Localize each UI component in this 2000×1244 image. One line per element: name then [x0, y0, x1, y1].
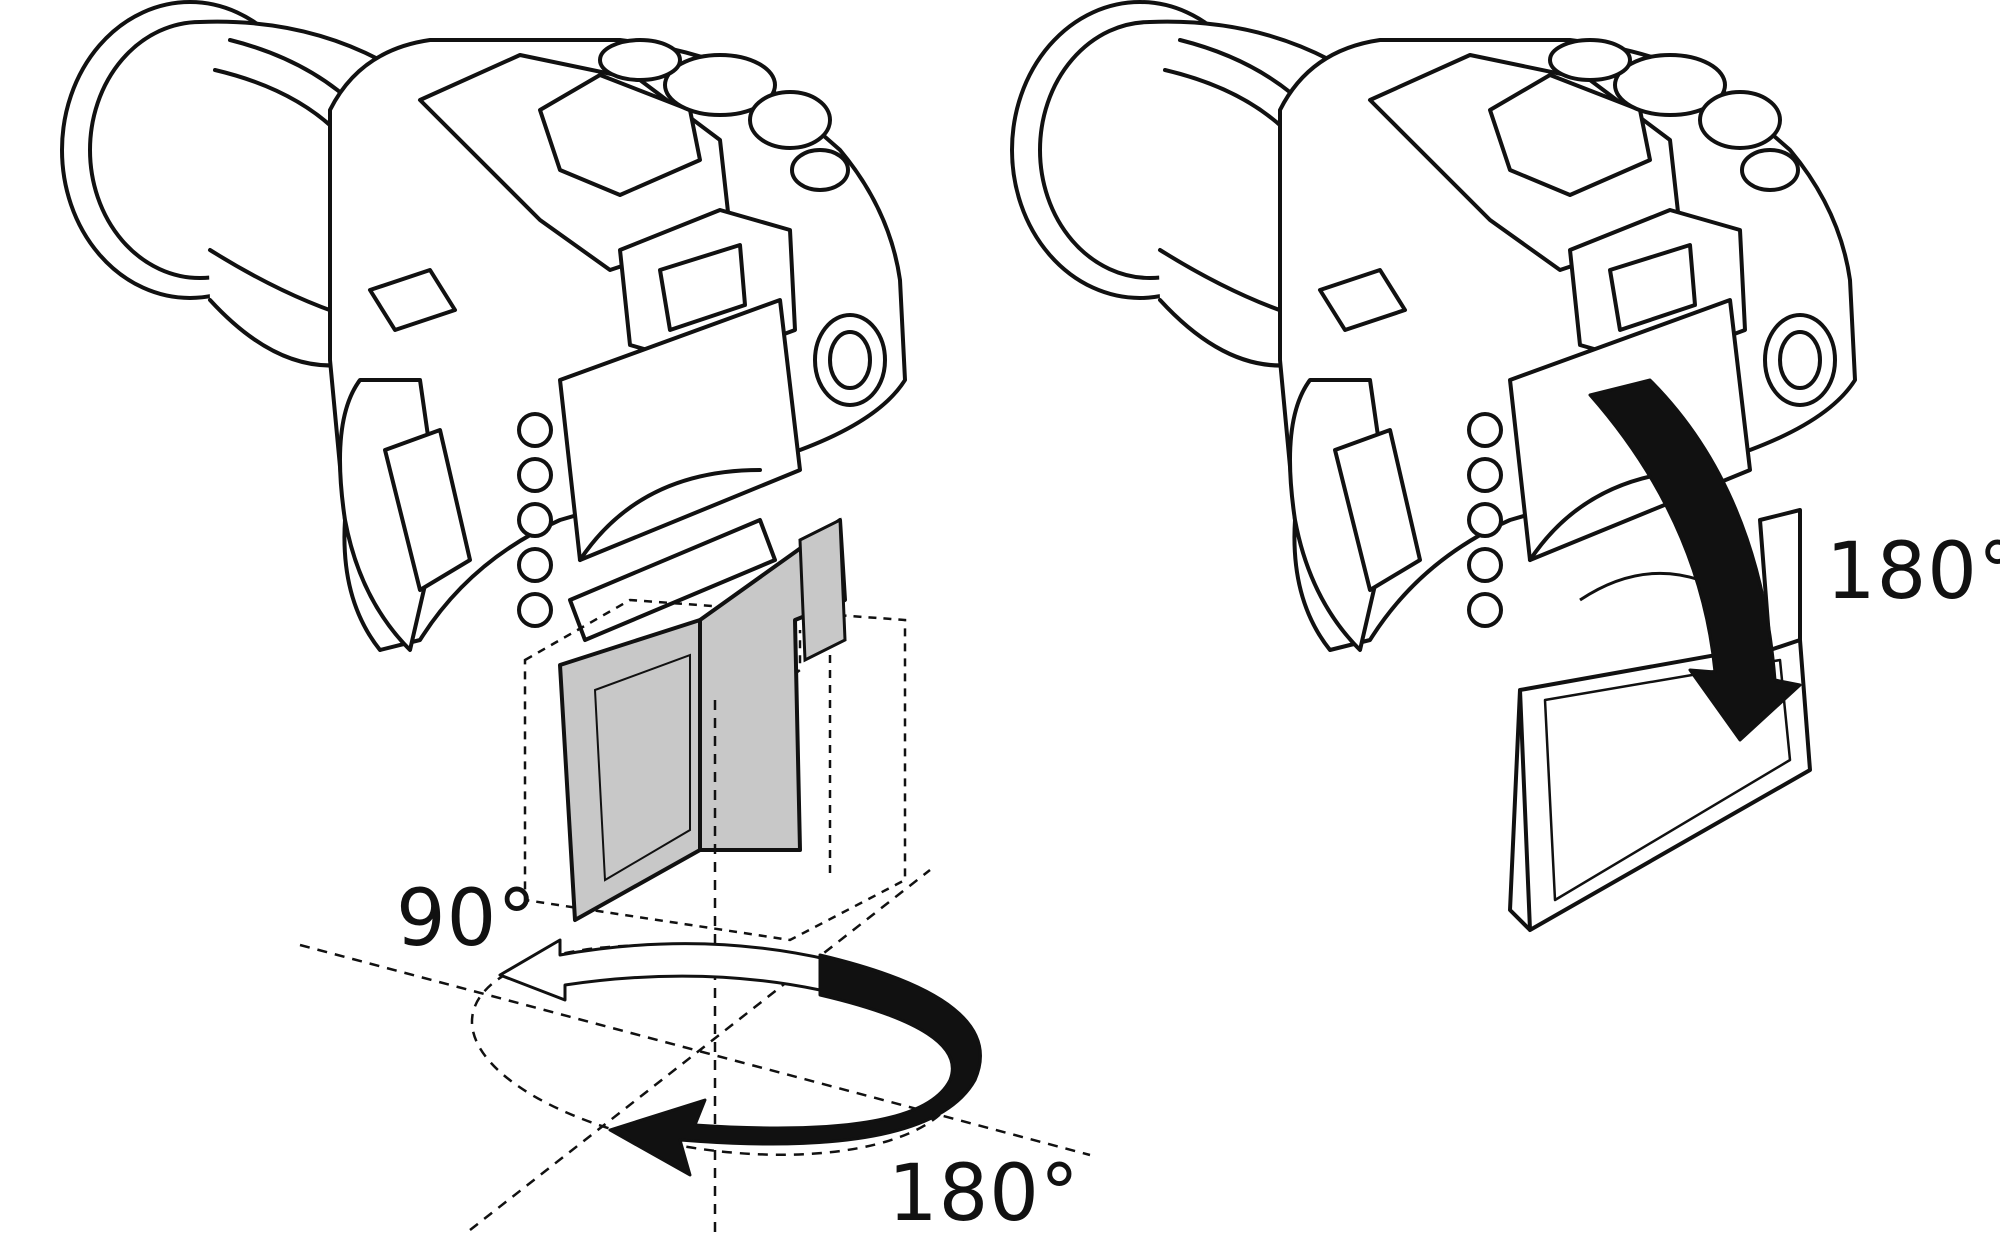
screen-left: [523, 517, 907, 942]
angle-label-90: 90°: [396, 874, 538, 964]
rotation-arrow-right: [1588, 378, 1802, 742]
angle-label-180-left: 180°: [888, 1149, 1080, 1239]
camera-left: [60, 0, 907, 652]
screen-right: [1508, 508, 1812, 932]
body-left: [328, 38, 907, 652]
rotation-guide-left: [299, 700, 1091, 1240]
angle-label-180-right: 180°: [1826, 527, 2000, 617]
